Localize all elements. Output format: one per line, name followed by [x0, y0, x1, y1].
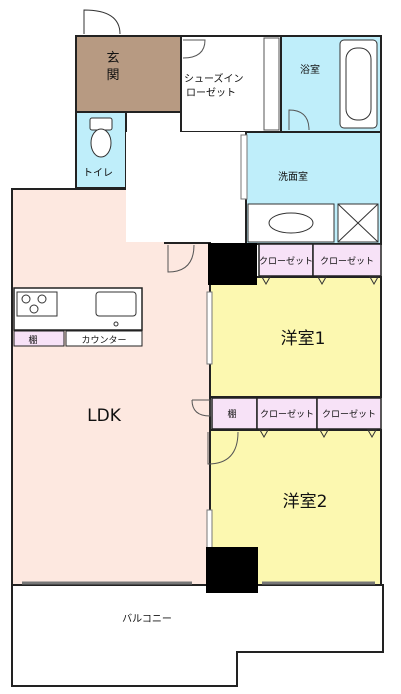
label-balcony: バルコニー — [122, 613, 172, 625]
label-closet-1a: クローゼット — [259, 255, 313, 267]
hallway — [126, 132, 246, 242]
bathtub-basin — [345, 47, 372, 121]
label-entrance-char1: 玄 — [106, 51, 119, 66]
entrance-area — [75, 35, 182, 113]
label-ldk: LDK — [87, 406, 122, 426]
closet-2b — [316, 397, 382, 430]
label-toilet: トイレ — [83, 168, 113, 179]
washroom-sliding-door — [240, 134, 248, 200]
kitchen-sink — [95, 291, 137, 317]
shelf-2 — [211, 397, 258, 430]
western-room-2-door-swing — [207, 431, 239, 465]
label-western-2: 洋室2 — [283, 492, 328, 512]
label-entrance-char2: 関 — [106, 68, 119, 83]
structural-column-top — [208, 243, 257, 285]
label-washroom: 洗面室 — [278, 170, 308, 183]
structural-column-bottom — [206, 547, 258, 593]
kitchen-counter-bar — [65, 330, 143, 347]
label-closet-2a: クローゼット — [260, 408, 314, 420]
shoes-closet-shelf — [263, 37, 280, 131]
ldk-entry-door-swing — [167, 244, 195, 273]
western-room-1 — [209, 276, 382, 398]
stove — [16, 291, 58, 317]
toilet-bowl — [90, 128, 112, 158]
label-kitchen-shelf: 棚 — [28, 334, 37, 346]
kitchen-shelf — [13, 330, 65, 347]
label-western-1: 洋室1 — [281, 329, 326, 349]
wash-basin — [268, 212, 314, 234]
closet-1b — [312, 243, 382, 277]
balcony-outline — [11, 584, 384, 687]
ldk-area — [11, 188, 211, 586]
bath-door-swing — [288, 109, 310, 131]
closet-1a — [258, 243, 314, 277]
label-kitchen-counter: カウンター — [81, 335, 126, 346]
ldk-side-door-swing — [191, 399, 211, 417]
label-shoes-closet-2: ローゼット — [186, 87, 236, 99]
closet-door-swing — [182, 39, 206, 59]
label-shelf-2: 棚 — [227, 408, 236, 420]
entrance-door-swing — [83, 9, 121, 35]
ldk-sliding-door-1 — [206, 291, 213, 365]
label-closet-2b: クローゼット — [322, 408, 376, 420]
toilet-tank — [89, 117, 113, 131]
label-closet-1b: クローゼット — [320, 255, 374, 267]
label-shoes-closet-1: シューズイン — [184, 72, 244, 85]
closet-2a — [256, 397, 318, 430]
label-bath: 浴室 — [300, 63, 320, 76]
